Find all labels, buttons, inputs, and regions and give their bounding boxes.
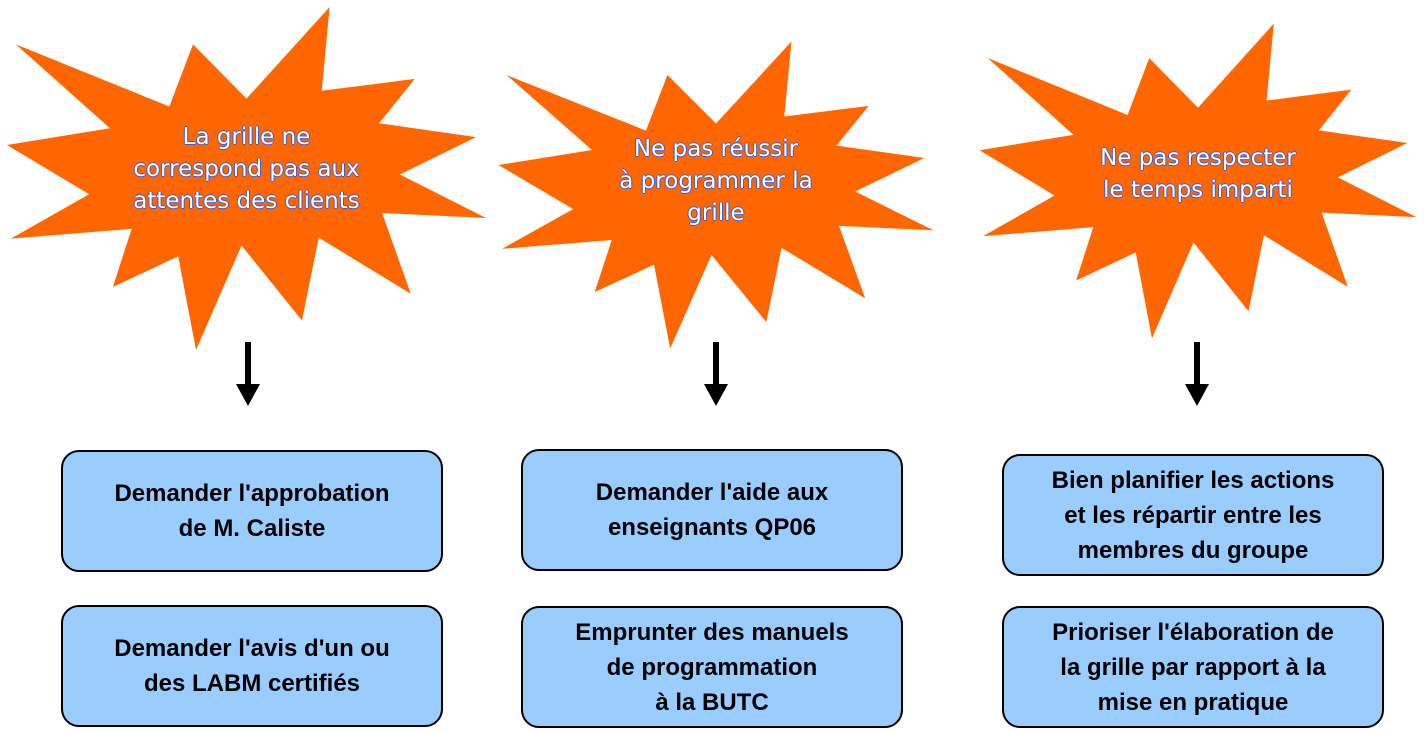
action-line: Emprunter des manuels [575,618,849,646]
action-line: Demander l'approbation [114,480,390,507]
action-line: Demander l'aide aux [595,479,829,506]
risk-line: attentes des clients [133,188,360,214]
action-box: Bien planifier les actions et les répart… [1002,454,1384,576]
action-box: Prioriser l'élaboration de la grille par… [1002,606,1384,728]
action-line: et les répartir entre les [1064,501,1322,529]
risk-line: grille [687,200,745,226]
action-line: Demander l'avis d'un ou [114,635,390,662]
action-box: Demander l'aide aux enseignants QP06 [521,449,903,571]
risk-text: La grille ne correspond pas aux attentes… [3,121,490,217]
action-line: enseignants QP06 [607,514,817,541]
down-arrow-icon [236,342,260,406]
risk-line: correspond pas aux [133,156,360,182]
risk-line: Ne pas respecter [1100,145,1296,171]
action-line: Bien planifier les actions [1051,466,1335,494]
action-line: mise en pratique [1097,688,1289,716]
risk-line: à programmer la [619,168,813,194]
risk-star-2: Ne pas réussir à programmer la grille [495,38,937,352]
starburst-shape [6,6,487,351]
starburst-shape [498,41,934,349]
action-line: de M. Caliste [178,515,326,542]
action-box: Demander l'avis d'un ou des LABM certifi… [61,605,443,727]
action-line: membres du groupe [1077,536,1309,564]
action-line: à la BUTC [655,688,769,716]
action-line: des LABM certifiés [143,670,361,697]
risk-text: Ne pas réussir à programmer la grille [495,133,937,229]
risk-line: La grille ne [182,124,311,150]
action-box: Emprunter des manuels de programmation à… [521,606,903,728]
starburst-shape [979,23,1417,339]
risk-star-3: Ne pas respecter le temps imparti [976,20,1420,342]
action-line: de programmation [606,653,818,681]
down-arrow-icon [704,342,728,406]
risk-line: le temps imparti [1103,177,1293,203]
action-line: Prioriser l'élaboration de [1052,618,1334,646]
down-arrow-icon [1185,342,1209,406]
risk-star-1: La grille ne correspond pas aux attentes… [3,3,490,354]
risk-text: Ne pas respecter le temps imparti [976,142,1420,206]
risk-line: Ne pas réussir [633,136,799,162]
action-box: Demander l'approbation de M. Caliste [61,450,443,572]
action-line: la grille par rapport à la [1060,653,1326,681]
